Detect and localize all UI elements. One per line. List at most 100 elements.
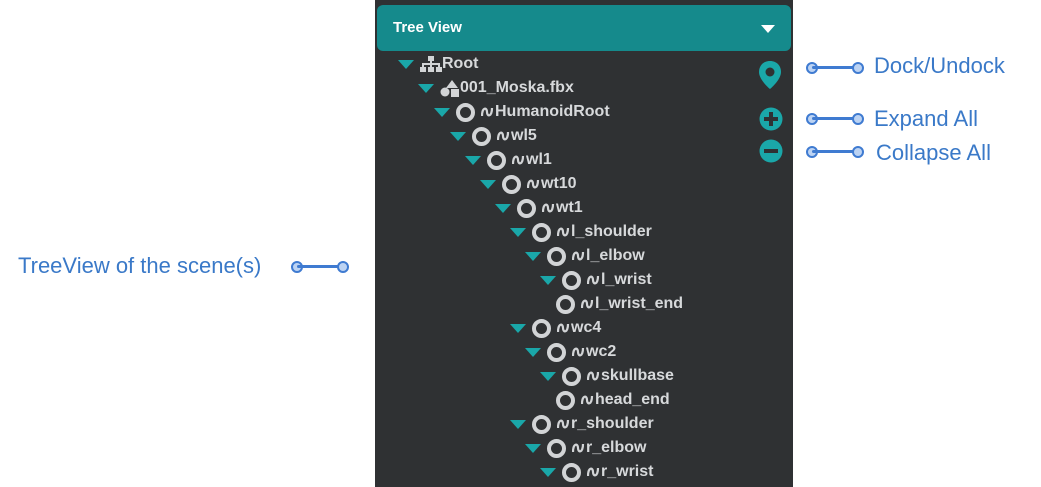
tree-item-root[interactable]: Root (398, 53, 478, 75)
tree-item-label: l_elbow (586, 247, 645, 264)
curve-icon (587, 275, 600, 285)
tree-item-bone[interactable]: r_elbow (525, 437, 646, 459)
tree-item-bone[interactable]: l_wrist_end (556, 293, 683, 315)
tree-item-label: Root (442, 55, 479, 72)
location-pin-icon[interactable] (758, 60, 782, 90)
callout-collapse-all: Collapse All (876, 140, 991, 165)
tree-item-label: wl5 (511, 127, 537, 144)
tree-item-bone[interactable]: wt1 (495, 197, 583, 219)
tree-item-label: HumanoidRoot (495, 103, 610, 120)
expand-toggle-icon[interactable] (480, 179, 496, 189)
node-ring-icon (502, 174, 521, 194)
callout-line (297, 265, 341, 268)
minus-circle-icon[interactable] (759, 139, 783, 163)
tree-item-label: l_shoulder (571, 223, 652, 240)
expand-toggle-icon[interactable] (540, 371, 556, 381)
curve-icon (587, 467, 600, 477)
tree-item-bone[interactable]: skullbase (540, 365, 674, 387)
expand-toggle-icon[interactable] (450, 131, 466, 141)
tree-item-bone[interactable]: head_end (556, 389, 670, 411)
curve-icon (497, 131, 510, 141)
plus-circle-icon[interactable] (759, 107, 783, 131)
tree-item-label: wc2 (586, 343, 617, 360)
expand-toggle-icon[interactable] (510, 323, 526, 333)
node-ring-icon (532, 222, 551, 242)
tree-item-label: wc4 (571, 319, 602, 336)
callout-dock-undock: Dock/Undock (874, 53, 1005, 78)
tree-view-header[interactable]: Tree View (377, 5, 791, 51)
expand-toggle-icon[interactable] (510, 419, 526, 429)
tree-item-bone[interactable]: wt10 (480, 173, 577, 195)
callout-line (812, 66, 856, 69)
tree-item-bone[interactable]: wc2 (525, 341, 616, 363)
curve-icon (572, 443, 585, 453)
chevron-down-icon[interactable] (761, 25, 775, 33)
curve-icon (587, 371, 600, 381)
node-ring-icon (456, 102, 475, 122)
tree-item-bone[interactable]: wc4 (510, 317, 601, 339)
tree-item-fbx[interactable]: 001_Moska.fbx (418, 77, 574, 99)
expand-toggle-icon[interactable] (418, 83, 434, 93)
tree-item-label: r_wrist (601, 463, 654, 480)
node-ring-icon (487, 150, 506, 170)
callout-treeview: TreeView of the scene(s) (18, 253, 262, 278)
node-ring-icon (556, 390, 575, 410)
tree-item-label: wt10 (541, 175, 577, 192)
tree-item-bone[interactable]: l_shoulder (510, 221, 652, 243)
tree-view-panel (375, 0, 793, 487)
node-ring-icon (547, 246, 566, 266)
curve-icon (557, 227, 570, 237)
callout-dot (852, 62, 864, 74)
tree-item-label: 001_Moska.fbx (460, 79, 574, 96)
callout-dot (337, 261, 349, 273)
tree-item-label: l_wrist (601, 271, 652, 288)
tree-item-label: r_elbow (586, 439, 647, 456)
tree-item-bone[interactable]: r_wrist (540, 461, 653, 483)
node-ring-icon (472, 126, 491, 146)
expand-toggle-icon[interactable] (434, 107, 450, 117)
tree-item-bone[interactable]: wl5 (450, 125, 537, 147)
node-ring-icon (532, 414, 551, 434)
node-ring-icon (556, 294, 575, 314)
curve-icon (581, 299, 594, 309)
hierarchy-icon (420, 56, 442, 72)
expand-toggle-icon[interactable] (525, 251, 541, 261)
node-ring-icon (532, 318, 551, 338)
expand-toggle-icon[interactable] (398, 59, 414, 69)
curve-icon (557, 323, 570, 333)
expand-toggle-icon[interactable] (525, 347, 541, 357)
node-ring-icon (562, 366, 581, 386)
curve-icon (481, 107, 494, 117)
tree-item-label: r_shoulder (571, 415, 654, 432)
tree-item-label: head_end (595, 391, 670, 408)
expand-toggle-icon[interactable] (465, 155, 481, 165)
tree-item-bone[interactable]: HumanoidRoot (434, 101, 610, 123)
curve-icon (512, 155, 525, 165)
curve-icon (542, 203, 555, 213)
curve-icon (581, 395, 594, 405)
tree-item-bone[interactable]: l_wrist (540, 269, 652, 291)
curve-icon (557, 419, 570, 429)
callout-dot (852, 146, 864, 158)
tree-item-bone[interactable]: l_elbow (525, 245, 645, 267)
node-ring-icon (547, 342, 566, 362)
node-ring-icon (562, 270, 581, 290)
expand-toggle-icon[interactable] (540, 275, 556, 285)
expand-toggle-icon[interactable] (525, 443, 541, 453)
node-ring-icon (562, 462, 581, 482)
curve-icon (527, 179, 540, 189)
tree-item-label: l_wrist_end (595, 295, 684, 312)
expand-toggle-icon[interactable] (495, 203, 511, 213)
tree-item-label: wt1 (556, 199, 583, 216)
callout-line (812, 117, 856, 120)
expand-toggle-icon[interactable] (510, 227, 526, 237)
expand-toggle-icon[interactable] (540, 467, 556, 477)
tree-item-bone[interactable]: r_shoulder (510, 413, 654, 435)
tree-item-bone[interactable]: wl1 (465, 149, 552, 171)
node-ring-icon (547, 438, 566, 458)
shapes-icon (440, 79, 459, 97)
tree-item-label: skullbase (601, 367, 674, 384)
node-ring-icon (517, 198, 536, 218)
curve-icon (572, 251, 585, 261)
curve-icon (572, 347, 585, 357)
